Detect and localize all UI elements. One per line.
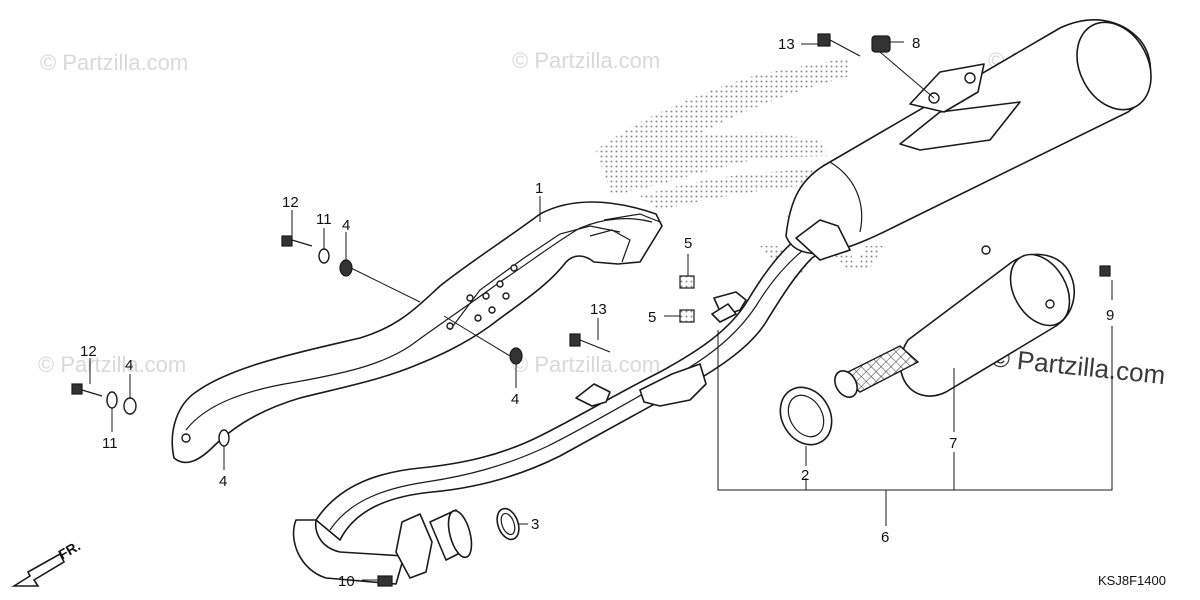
callout-12-lower: 12 <box>80 343 97 360</box>
watermark-top-center: © Partzilla.com <box>512 48 660 73</box>
washer-11-lower <box>106 391 118 409</box>
callout-11-lower: 11 <box>102 435 118 452</box>
callout-13-top: 13 <box>778 36 795 53</box>
bolt-13-mid <box>569 333 611 353</box>
bolt-9 <box>1099 265 1111 277</box>
callout-12-upper: 12 <box>282 194 299 211</box>
callout-4-upper: 4 <box>342 217 350 234</box>
callout-4-left: 4 <box>125 357 133 374</box>
callout-7: 7 <box>949 435 957 452</box>
callout-8: 8 <box>912 35 920 52</box>
spark-arrester <box>834 245 1076 398</box>
watermark-mid-left: © Partzilla.com <box>38 352 186 377</box>
callout-4-mid: 4 <box>511 391 519 408</box>
washer-11-upper <box>318 248 330 264</box>
callout-4-lower: 4 <box>219 473 227 490</box>
bolt-10 <box>377 575 393 587</box>
diagram-code: KSJ8F1400 <box>1098 573 1166 588</box>
callout-5-lower: 5 <box>648 309 656 326</box>
callout-9: 9 <box>1106 307 1114 324</box>
callout-1: 1 <box>535 180 543 197</box>
leader-lines <box>89 41 1113 581</box>
pad-5-upper <box>679 275 695 289</box>
pad-5-lower <box>679 309 695 323</box>
collar-4-left <box>123 397 137 415</box>
collar-4-mid <box>509 347 523 365</box>
bolt-12-lower <box>71 383 103 397</box>
watermark-top-left: © Partzilla.com <box>40 50 188 75</box>
muffler <box>785 19 1152 261</box>
callout-11-upper: 11 <box>316 211 332 228</box>
callout-13-mid: 13 <box>590 301 607 318</box>
callout-6: 6 <box>881 529 889 546</box>
callout-3: 3 <box>531 516 539 533</box>
callout-2: 2 <box>801 467 809 484</box>
watermark-mid-center: © Partzilla.com <box>512 352 660 377</box>
heat-shield <box>171 201 663 464</box>
collar-4-lower <box>218 429 230 447</box>
exhaust-flange <box>395 509 473 579</box>
exhaust-gasket <box>496 507 520 541</box>
callout-5-upper: 5 <box>684 235 692 252</box>
collar-4-upper <box>339 259 353 277</box>
bolt-13-top <box>817 33 861 57</box>
front-direction-arrow <box>11 552 66 587</box>
bolt-12-upper <box>281 235 313 247</box>
gasket-ring <box>779 386 833 446</box>
nut-8 <box>871 35 891 53</box>
callout-10: 10 <box>338 573 355 590</box>
